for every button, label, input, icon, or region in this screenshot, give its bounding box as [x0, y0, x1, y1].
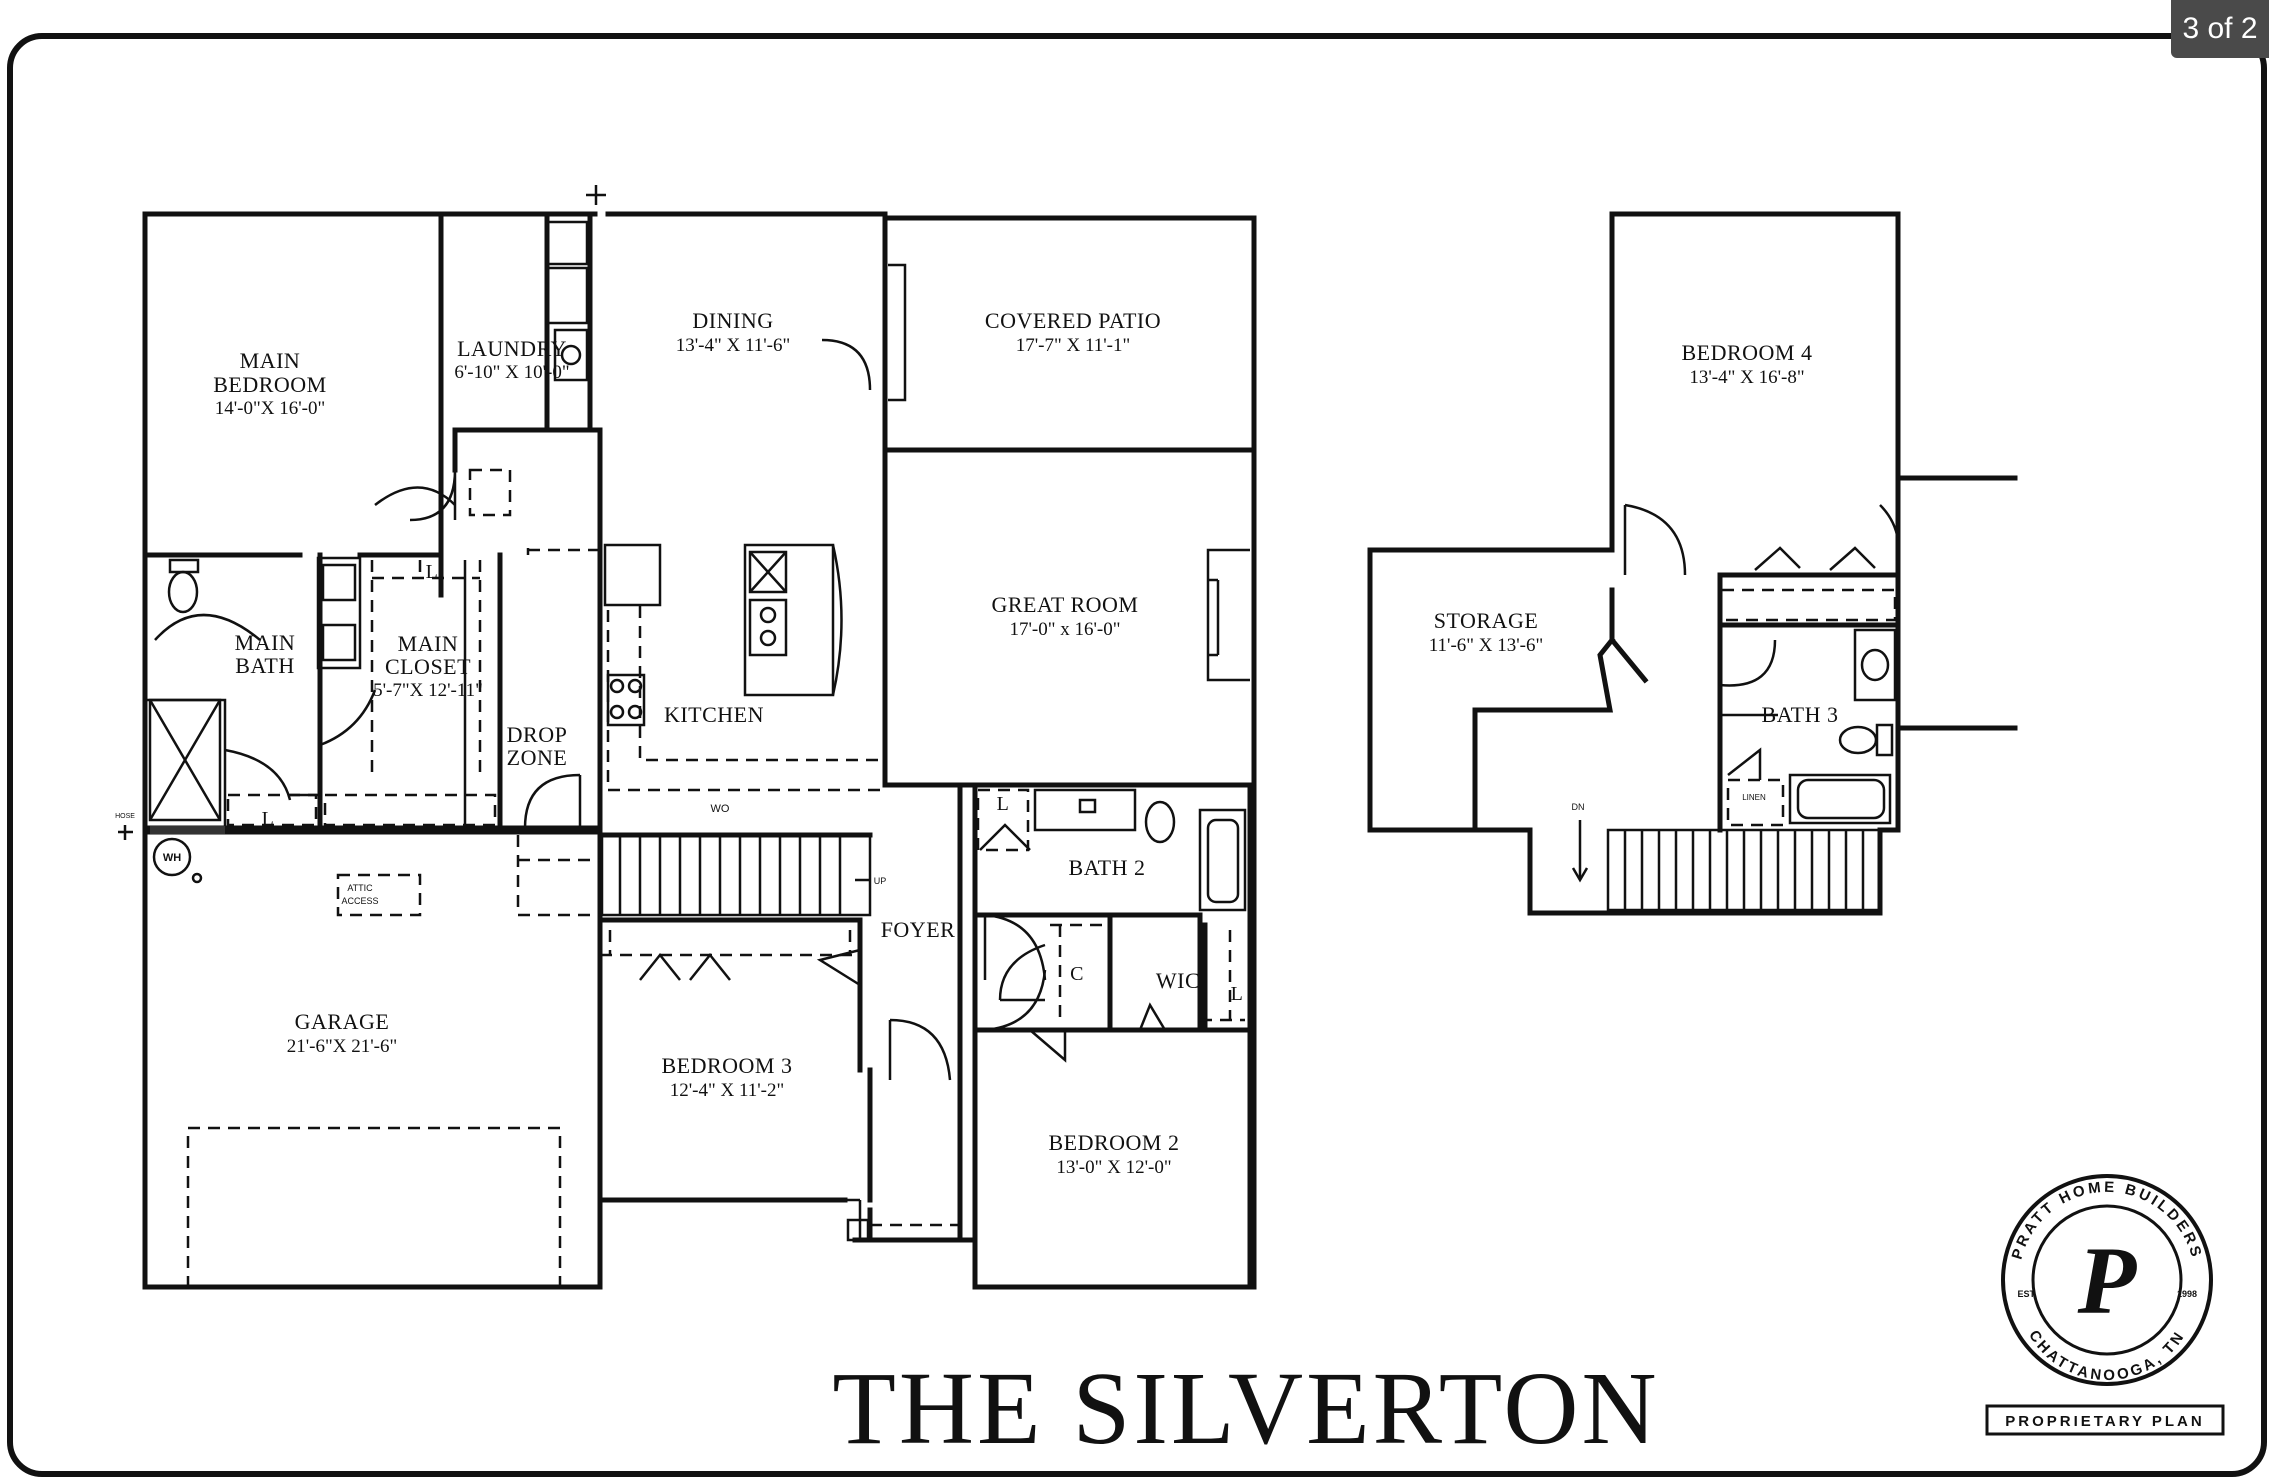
closet-c-marker: C: [1070, 963, 1084, 985]
storage-dim: 11'-6" X 13'-6": [1429, 635, 1544, 656]
garage-label: GARAGE: [295, 1009, 390, 1034]
drop-zone-label-1: DROP: [507, 722, 568, 747]
attic-label-2: ACCESS: [341, 896, 378, 906]
dining-label: DINING: [692, 308, 773, 333]
room-labels: MAIN BEDROOM 14'-0"X 16'-0" LAUNDRY 6'-1…: [213, 308, 1838, 1178]
up-marker: UP: [874, 876, 887, 886]
covered-patio-label: COVERED PATIO: [985, 308, 1161, 333]
bedroom2-dim: 13'-0" X 12'-0": [1056, 1157, 1171, 1178]
bath2-linen-marker: L: [997, 793, 1010, 815]
bedroom4-dim: 13'-4" X 16'-8": [1689, 367, 1804, 388]
dining-dim: 13'-4" X 11'-6": [676, 335, 791, 356]
laundry-dim: 6'-10" X 10'-0": [454, 362, 569, 383]
upper-floor-plan: [1367, 211, 2018, 916]
page-indicator: 3 of 2: [2171, 0, 2269, 58]
main-bath-label-1: MAIN: [235, 630, 296, 655]
plan-title: THE SILVERTON: [832, 1351, 1659, 1466]
wic-label: WIC: [1156, 968, 1200, 993]
storage-label: STORAGE: [1434, 608, 1539, 633]
kitchen-label: KITCHEN: [664, 702, 764, 727]
brand-est-label: EST.: [2017, 1289, 2036, 1299]
wh-marker: WH: [163, 852, 181, 864]
bath2-label: BATH 2: [1069, 855, 1146, 880]
brand-logo: PRATT HOME BUILDERS CHATTANOOGA, TN EST.…: [1985, 1174, 2225, 1436]
bedroom3-label: BEDROOM 3: [661, 1053, 792, 1078]
main-closet-label-2: CLOSET: [385, 654, 471, 679]
foyer-label: FOYER: [881, 917, 956, 942]
bath3-label: BATH 3: [1762, 702, 1839, 727]
main-closet-label-1: MAIN: [398, 631, 459, 656]
closet-shelf-marker: L: [426, 561, 439, 583]
bedroom4-label: BEDROOM 4: [1681, 340, 1812, 365]
great-room-label: GREAT ROOM: [991, 592, 1138, 617]
drop-zone-label-2: ZONE: [507, 745, 568, 770]
wo-marker: WO: [711, 803, 730, 815]
bath-linen-marker: L: [262, 808, 275, 830]
garage-dim: 21'-6"X 21'-6": [287, 1036, 397, 1057]
dn-marker: DN: [1572, 802, 1585, 812]
page-border: [7, 33, 2267, 1477]
bedroom3-dim: 12'-4" X 11'-2": [670, 1080, 785, 1101]
main-bedroom-dim: 14'-0"X 16'-0": [215, 398, 325, 419]
main-bedroom-label-2: BEDROOM: [213, 372, 327, 397]
wic-linen-marker: L: [1231, 983, 1244, 1005]
bedroom2-label: BEDROOM 2: [1048, 1130, 1179, 1155]
main-closet-dim: 5'-7"X 12'-11": [373, 680, 483, 701]
brand-monogram: P: [2077, 1227, 2138, 1334]
main-floor-plan: [118, 185, 1257, 1290]
brand-city: CHATTANOOGA, TN: [2025, 1327, 2189, 1384]
main-bedroom-label-1: MAIN: [240, 348, 301, 373]
laundry-label: LAUNDRY: [457, 336, 567, 361]
great-room-dim: 17'-0" x 16'-0": [1009, 619, 1120, 640]
brand-est-year: 1998: [2177, 1289, 2197, 1299]
linen-marker: LINEN: [1742, 793, 1766, 802]
proprietary-plan-stamp: PROPRIETARY PLAN: [2005, 1413, 2204, 1430]
main-bath-label-2: BATH: [235, 653, 294, 678]
attic-label-1: ATTIC: [347, 883, 373, 893]
hose-marker: HOSE: [115, 813, 135, 820]
small-markers: L L L L C WO WH ATTIC ACCESS UP DN HOSE …: [115, 561, 1766, 1005]
covered-patio-dim: 17'-7" X 11'-1": [1016, 335, 1131, 356]
